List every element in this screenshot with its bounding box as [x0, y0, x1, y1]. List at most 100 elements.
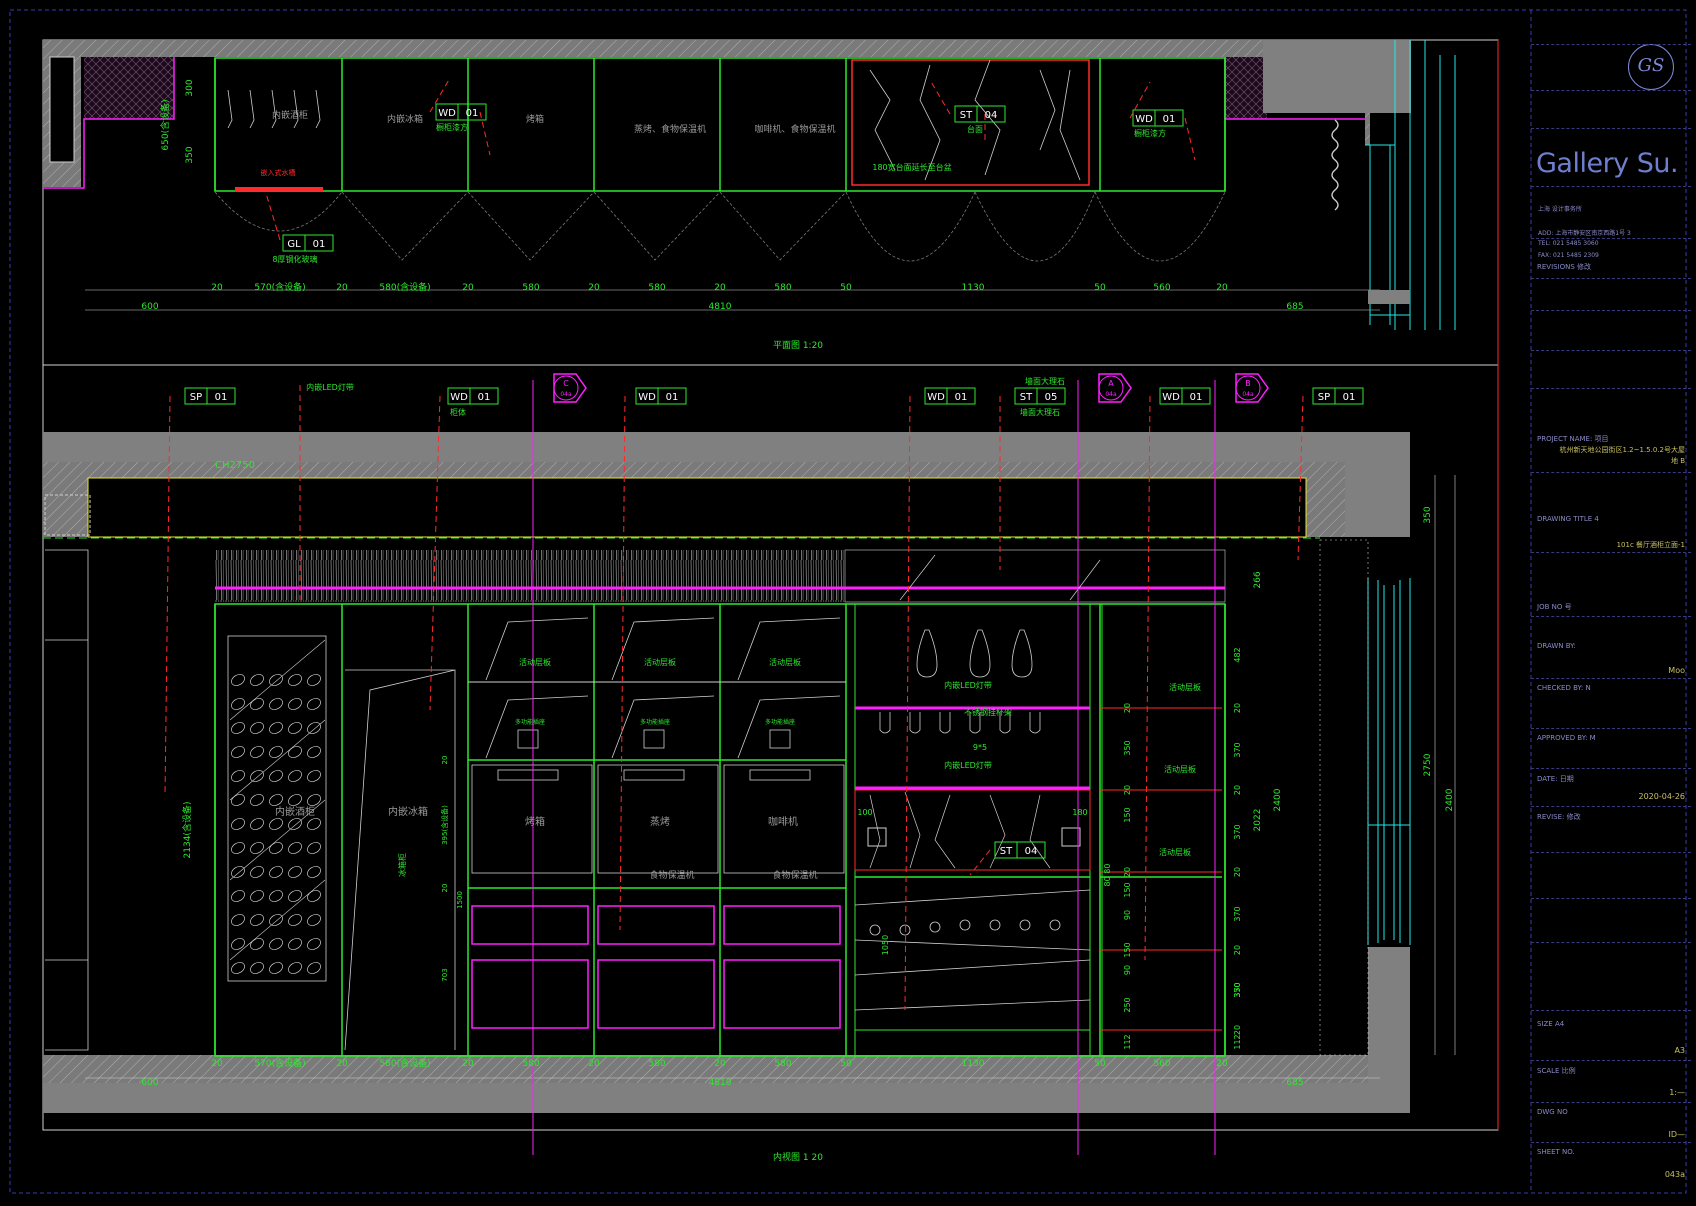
wine-bottle — [250, 890, 264, 902]
elev-left-box — [44, 494, 91, 536]
elev-leaders — [164, 385, 1304, 1011]
plan-tag-wd-1-box — [435, 103, 487, 121]
plan-tag-wd-2-box — [1132, 109, 1184, 127]
plan-top-wall — [43, 40, 1263, 57]
elev-wine-shelves — [854, 889, 1091, 1011]
company-address: ADD: 上海市静安区南京西路1号 3 — [1538, 230, 1631, 237]
sheet-label: SHEET NO. — [1537, 1148, 1575, 1156]
elev-right-dim2-2: 20 — [1123, 785, 1132, 795]
wine-bottle — [269, 794, 283, 806]
elev-height-sub-b: 2400 — [1273, 788, 1283, 811]
warmer-label-2: 食物保温机 — [772, 869, 817, 881]
wine-bottle — [269, 746, 283, 758]
wine-bottle — [231, 866, 245, 878]
elev-hanging-glasses — [879, 712, 1041, 734]
elev-tag-5-code: WD — [1162, 392, 1180, 403]
plan-dim-overall-right: 685 — [1286, 302, 1303, 312]
elev-cyan-column — [1367, 578, 1411, 945]
elev-carafes — [916, 629, 1033, 678]
project-value-2: 地 B — [1670, 457, 1685, 465]
plan-right-wall-hatch — [1365, 113, 1370, 145]
section-ref-1: 04a — [1105, 391, 1117, 398]
elev-tag-0-box — [184, 387, 236, 405]
plan-grey-plinth — [1368, 290, 1410, 304]
elev-wood-band — [215, 550, 845, 602]
plan-sink — [235, 187, 323, 192]
elev-dim-overall-left: 600 — [141, 1078, 158, 1088]
elev-section-lines — [532, 380, 1216, 1155]
drawn-value: Moo — [1668, 666, 1685, 675]
dwg-value: ID— — [1668, 1130, 1685, 1139]
plan-left-column-inner — [49, 56, 75, 163]
plan-dim-5: 580 — [522, 283, 539, 293]
elev-tag-6-code: SP — [1318, 392, 1330, 403]
wine-bottle — [288, 938, 302, 950]
elev-tag-1-code: WD — [450, 392, 468, 403]
plan-stone-veins — [869, 59, 1081, 181]
wine-bottle — [307, 842, 321, 854]
elev-ceiling-void — [87, 477, 1307, 538]
elev-tag-stone-num: 04 — [1025, 846, 1038, 857]
wine-bottle — [250, 938, 264, 950]
plan-tag-gl-num: 01 — [313, 239, 326, 250]
elev-right-dim-7: 20 — [1233, 945, 1242, 955]
elev-tag-note-1: 柜体 — [450, 407, 466, 417]
wine-bottle — [307, 722, 321, 734]
wine-bottle — [288, 674, 302, 686]
plan-sink-label: 嵌入式水槽 — [261, 168, 296, 177]
elev-wine-bottles — [869, 919, 1061, 936]
date-label: DATE: 日期 — [1537, 775, 1574, 783]
plan-dim-10: 50 — [840, 283, 852, 293]
elev-dim-13: 560 — [1153, 1059, 1170, 1069]
approved-label: APPROVED BY: M — [1537, 734, 1596, 742]
drawer-top-2 — [723, 905, 841, 945]
wine-bottle — [250, 746, 264, 758]
elev-dim-overall-right: 685 — [1286, 1078, 1303, 1088]
drawing-title-value: 101c 餐厅酒柜立面-1 — [1616, 541, 1685, 549]
revise-label: REVISE: 修改 — [1537, 813, 1581, 821]
wine-bottle — [307, 746, 321, 758]
elev-tag-2-box — [635, 387, 687, 405]
company-tel: TEL: 021 5485 3060 — [1538, 240, 1599, 247]
elev-dim-9: 580 — [774, 1059, 791, 1069]
elev-right-dim-4: 370 — [1233, 824, 1242, 839]
title-block: REVISIONS 修改 PROJECT NAME: 项目 杭州新天地公园街区1… — [1531, 10, 1691, 1193]
elev-tag-stone-box — [994, 841, 1046, 859]
wine-bottle — [307, 938, 321, 950]
elev-right-dim-5: 20 — [1233, 867, 1242, 877]
sheet-value: 043a — [1664, 1170, 1685, 1179]
wine-bottle — [288, 818, 302, 830]
plan-dim-8: 20 — [714, 283, 726, 293]
section-marker-circle-1 — [1098, 375, 1124, 401]
appliance-label-3: 咖啡机 — [768, 815, 798, 828]
wine-bottle — [231, 770, 245, 782]
plan-view — [43, 40, 1456, 330]
plan-cell-label-5: 咖啡机、食物保温机 — [754, 123, 835, 135]
elev-right-door-line — [1319, 539, 1369, 1056]
brand-name: Gallery Su. — [1536, 148, 1679, 179]
elev-extra-dim-4: 80 80 — [1103, 864, 1112, 887]
elev-shelf-perspective-1 — [611, 617, 715, 759]
elev-right-dim-3: 20 — [1233, 785, 1242, 795]
dwg-label: DWG NO — [1537, 1108, 1568, 1116]
switch-label-1: 多功能插座 — [640, 718, 670, 726]
plan-stone-panel — [851, 59, 1090, 186]
plan-dim-2: 20 — [336, 283, 348, 293]
wine-rack-diagonals — [229, 639, 326, 961]
wine-bottle — [288, 914, 302, 926]
socket-stone-1 — [867, 827, 887, 847]
wine-bottle — [288, 746, 302, 758]
elev-tag-4-num: 05 — [1045, 392, 1058, 403]
wine-bottle — [288, 722, 302, 734]
elev-right-shelves — [1100, 707, 1222, 1031]
wine-bottle — [269, 818, 283, 830]
elev-right-dim2-4: 20 — [1123, 867, 1132, 877]
ceiling-level: CH2750 — [215, 460, 255, 471]
plan-dim-3: 580(含设备) — [379, 281, 430, 293]
plan-leaders — [264, 77, 1196, 241]
section-marker-1 — [1098, 373, 1132, 403]
elev-tag-1-box — [447, 387, 499, 405]
wine-bottle — [307, 698, 321, 710]
elev-right-dim-9: 20 — [1233, 1025, 1242, 1035]
shelf-label-0: 活动层板 — [519, 657, 551, 667]
